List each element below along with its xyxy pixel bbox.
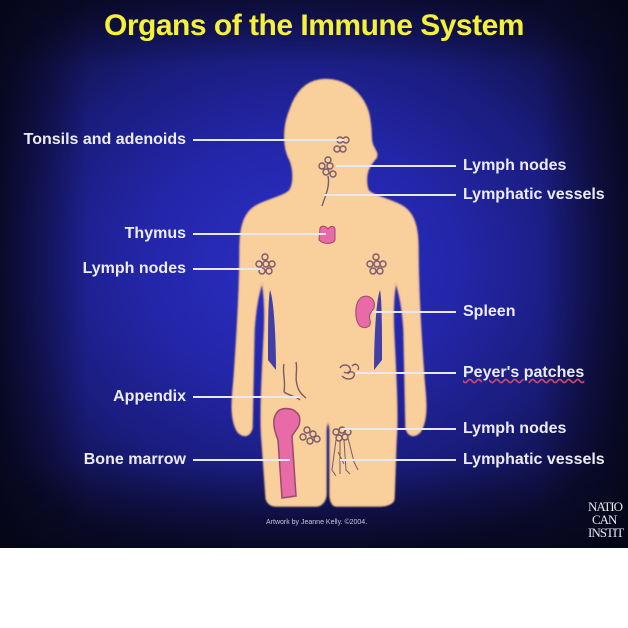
label-tonsils-and-adenoids: Tonsils and adenoids	[23, 131, 186, 148]
leader-lines	[193, 139, 456, 461]
logo-line-3: INSTIT	[588, 525, 624, 540]
label-appendix: Appendix	[113, 388, 186, 405]
body-silhouette	[231, 78, 427, 507]
label-spleen: Spleen	[463, 303, 516, 320]
label-bone-marrow: Bone marrow	[83, 451, 186, 468]
label-peyers-patches: Peyer's patches	[463, 364, 584, 382]
logo-line-1: NATIO	[588, 500, 623, 514]
bone-marrow-icon	[273, 407, 301, 499]
diagram-title: Organs of the Immune System	[104, 9, 524, 42]
national-cancer-institute-logo-icon: NATIO CAN INSTIT	[588, 500, 628, 546]
groin-lymph-nodes-left-icon	[299, 426, 321, 445]
peyers-patches-icon	[339, 363, 360, 380]
leg-lymphatic-vessels-icon	[331, 437, 359, 477]
armpit-lymph-nodes-right-icon	[366, 253, 387, 275]
human-body-figure	[193, 78, 456, 507]
diagram-slide: Organs of the Immune System	[0, 0, 628, 548]
neck-lymph-nodes-icon	[318, 156, 337, 207]
thymus-icon	[318, 225, 336, 244]
label-thymus: Thymus	[124, 225, 186, 242]
spleen-icon	[355, 295, 375, 329]
armpit-lymph-nodes-left-icon	[255, 253, 276, 275]
logo-line-2: CAN	[592, 512, 617, 527]
peyers-word: Peyer's patches	[463, 364, 585, 381]
label-lymphatic-vessels-leg: Lymphatic vessels	[463, 451, 605, 468]
artwork-credit: Artwork by Jeanne Kelly. ©2004.	[266, 519, 368, 526]
label-lymph-nodes-neck: Lymph nodes	[463, 157, 567, 174]
label-lymph-nodes-groin: Lymph nodes	[463, 420, 567, 437]
label-lymph-nodes-armpit: Lymph nodes	[82, 260, 186, 277]
label-lymphatic-vessels-neck: Lymphatic vessels	[463, 186, 605, 203]
